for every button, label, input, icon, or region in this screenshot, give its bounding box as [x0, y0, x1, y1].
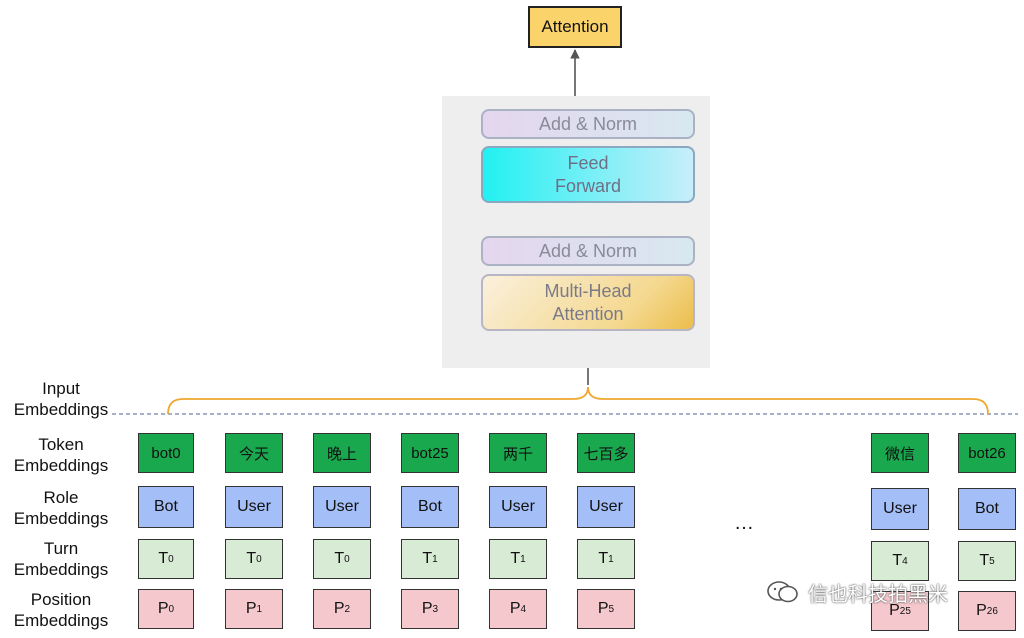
turn-index: 5 [989, 555, 995, 567]
turn-letter: T [510, 550, 521, 567]
turn-index: 1 [520, 553, 526, 565]
pos-index: 2 [344, 603, 351, 615]
role-embedding-6: User [871, 488, 929, 530]
turn-letter: T [158, 550, 169, 567]
wechat-logo-icon [767, 581, 798, 603]
turn-index: 0 [344, 553, 350, 565]
role-embedding-7: Bot [958, 488, 1016, 530]
pos-letter: P [597, 600, 609, 617]
pos-letter: P [333, 600, 345, 617]
label-position-line1: Position [30, 590, 92, 609]
pos-letter: P [509, 600, 521, 617]
add-norm-top: Add & Norm [481, 109, 695, 139]
label-position-line2: Embeddings [13, 611, 109, 630]
add-norm-bottom: Add & Norm [481, 236, 695, 266]
token-embedding-4: 两千 [489, 433, 547, 473]
label-input-line2: Embeddings [13, 400, 109, 419]
role-embedding-3: Bot [401, 486, 459, 528]
label-input-line1: Input [42, 379, 80, 398]
token-embedding-7: bot26 [958, 433, 1016, 473]
pos-letter: P [421, 600, 433, 617]
pos-index: 4 [520, 603, 527, 615]
pos-letter: P [245, 600, 257, 617]
label-token-line2: Embeddings [13, 456, 109, 475]
label-role-line1: Role [43, 488, 79, 507]
turn-letter: T [979, 552, 990, 569]
watermark: 信也科技拍黑米 [766, 576, 1006, 608]
turn-index: 1 [608, 553, 614, 565]
role-embedding-4: User [489, 486, 547, 528]
feed-forward-line1: Feed [567, 152, 609, 173]
pos-index: 0 [168, 603, 175, 615]
label-token-embeddings: Token Embeddings [0, 434, 122, 476]
turn-index: 4 [902, 555, 908, 567]
label-turn-line2: Embeddings [13, 560, 109, 579]
role-embedding-5: User [577, 486, 635, 528]
label-turn-line1: Turn [43, 539, 79, 558]
pos-index: 3 [432, 603, 439, 615]
role-embedding-2: User [313, 486, 371, 528]
token-embedding-5: 七百多 [577, 433, 635, 473]
pos-letter: P [889, 602, 900, 619]
role-embedding-0: Bot [138, 486, 194, 528]
token-embedding-3: bot25 [401, 433, 459, 473]
pos-letter: P [157, 600, 169, 617]
multi-head-attention-box: Multi-Head Attention [481, 274, 695, 331]
label-token-line1: Token [38, 435, 84, 454]
token-embedding-6: 微信 [871, 433, 929, 473]
feed-forward-line2: Forward [554, 175, 621, 196]
turn-index: 1 [432, 553, 438, 565]
turn-letter: T [246, 550, 257, 567]
label-role-embeddings: Role Embeddings [0, 487, 122, 529]
attention-output-box: Attention [528, 6, 622, 48]
turn-index: 0 [256, 553, 262, 565]
label-turn-embeddings: Turn Embeddings [0, 538, 122, 580]
turn-letter: T [892, 552, 903, 569]
pos-index: 26 [986, 605, 998, 617]
pos-letter: P [976, 602, 987, 619]
role-embedding-1: User [225, 486, 283, 528]
token-embedding-2: 晚上 [313, 433, 371, 473]
turn-index: 0 [168, 553, 174, 565]
label-input-embeddings: Input Embeddings [0, 378, 122, 420]
label-role-line2: Embeddings [13, 509, 109, 528]
mha-line2: Attention [552, 303, 624, 324]
pos-index: 25 [899, 605, 911, 617]
token-embedding-1: 今天 [225, 433, 283, 473]
pos-index: 5 [608, 603, 615, 615]
turn-letter: T [334, 550, 345, 567]
feed-forward-box: Feed Forward [481, 146, 695, 203]
label-position-embeddings: Position Embeddings [0, 589, 122, 631]
mha-line1: Multi-Head [544, 280, 632, 301]
turn-letter: T [598, 550, 609, 567]
watermark-text: 信也科技拍黑米 [808, 583, 948, 606]
turn-letter: T [422, 550, 433, 567]
input-brace [167, 386, 989, 415]
ellipsis: … [734, 512, 754, 534]
token-embedding-0: bot0 [138, 433, 194, 473]
pos-index: 1 [256, 603, 263, 615]
